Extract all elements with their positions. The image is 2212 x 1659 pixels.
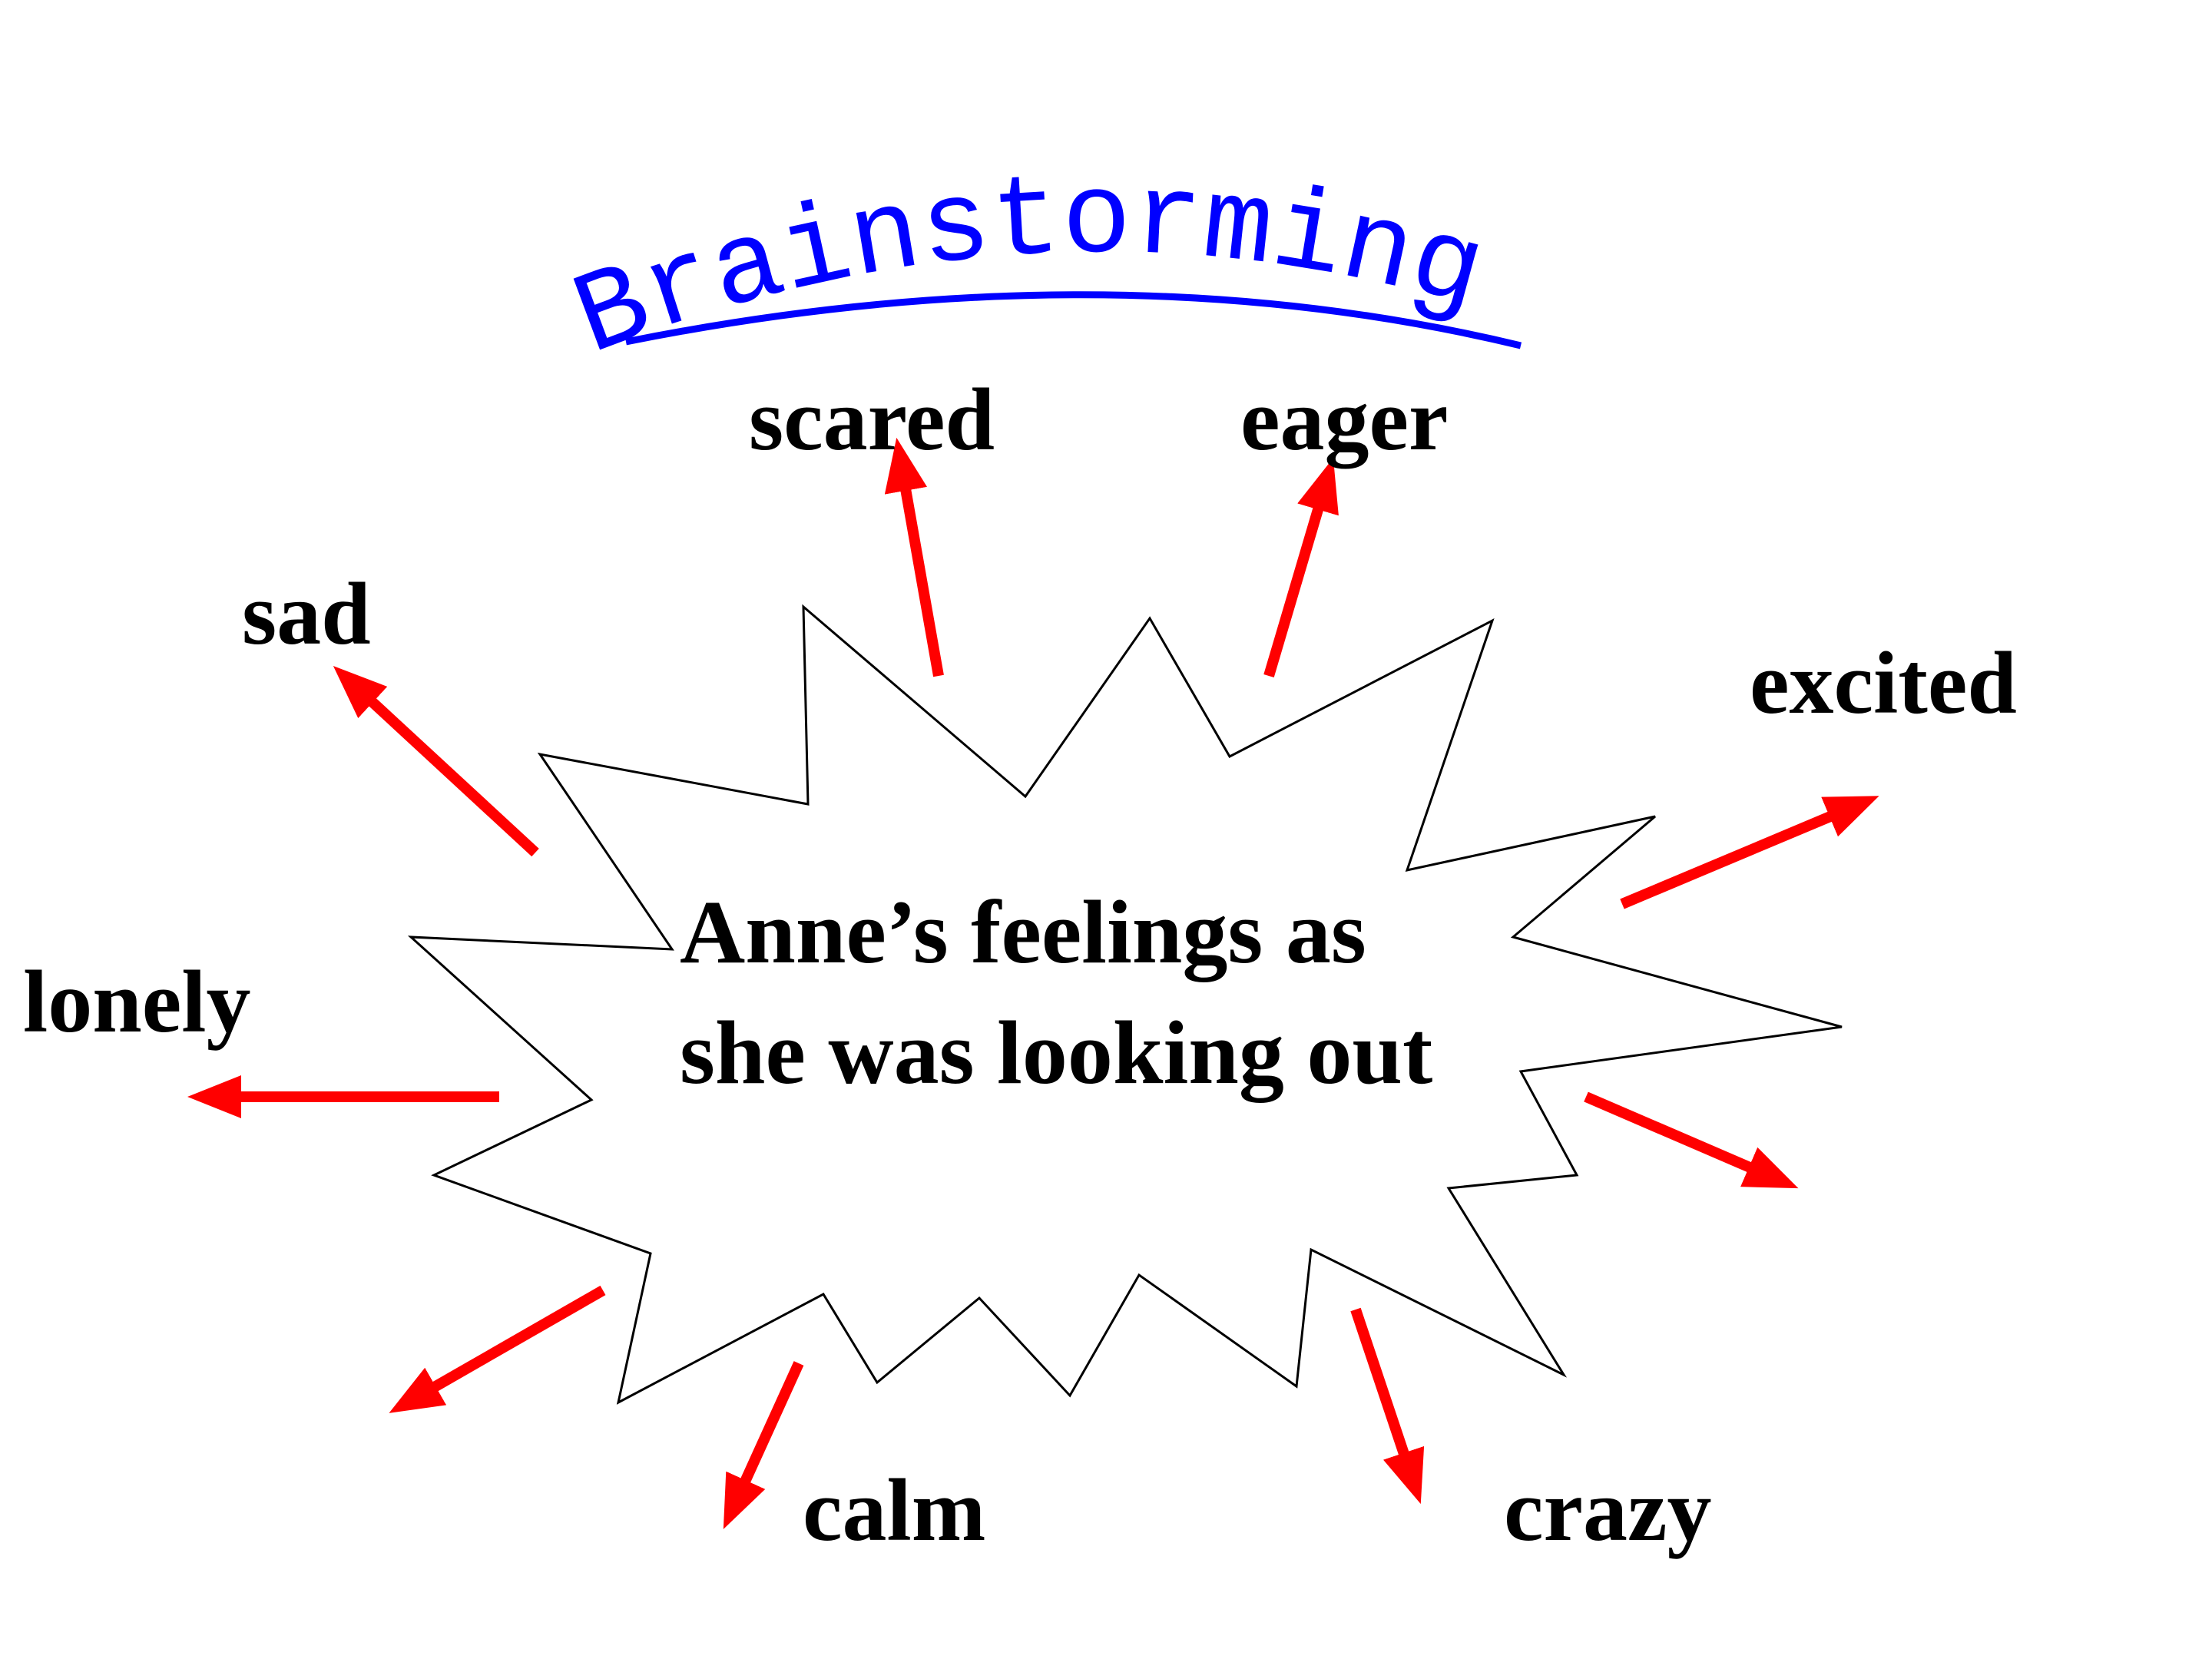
- center-text-line1: Anne’s feelings as: [680, 882, 1366, 982]
- arrow-scared: [884, 437, 944, 677]
- word-excited: excited: [1750, 634, 2017, 733]
- arrows: [187, 437, 1879, 1529]
- arrow-right-lower: [1584, 1091, 1799, 1189]
- word-crazy: crazy: [1504, 1462, 1711, 1560]
- title: Brainstorming: [558, 156, 1522, 386]
- burst-shape: [407, 604, 1843, 1405]
- word-sad: sad: [242, 565, 371, 664]
- word-scared: scared: [749, 371, 995, 469]
- center-text-line2: she was looking out: [680, 1002, 1432, 1103]
- title-text: Brainstorming: [558, 156, 1497, 386]
- title-path: Brainstorming: [558, 156, 1497, 386]
- word-lonely: lonely: [23, 953, 250, 1051]
- word-eager: eager: [1240, 371, 1448, 469]
- arrow-crazy: [1350, 1307, 1425, 1505]
- title-underline: [625, 291, 1522, 349]
- arrow-calm: [723, 1361, 804, 1529]
- word-calm: calm: [803, 1462, 985, 1560]
- arrow-eager: [1263, 458, 1339, 677]
- arrow-lower-left: [389, 1285, 606, 1413]
- arrow-sad: [333, 666, 539, 857]
- arrow-excited: [1620, 796, 1879, 909]
